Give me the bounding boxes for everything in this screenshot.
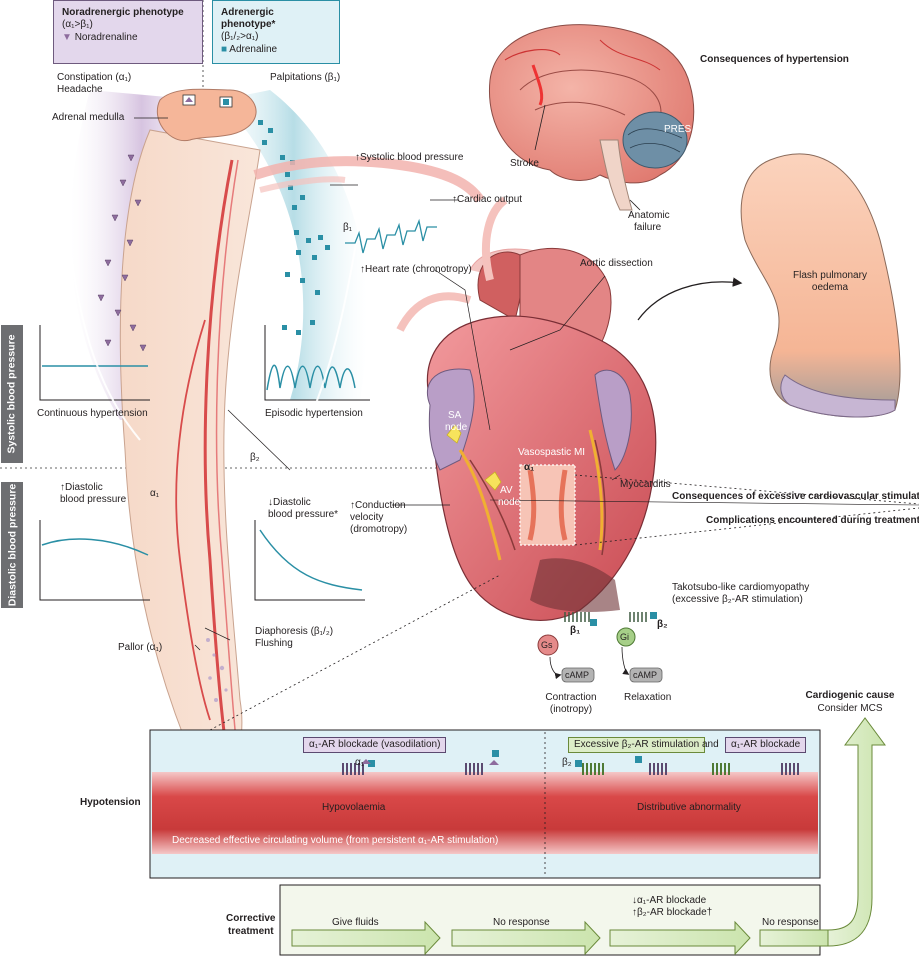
takotsubo-label-1: Takotsubo-like cardiomyopathy (672, 582, 810, 593)
systolic-bp-label: ↑Systolic blood pressure (355, 152, 464, 163)
contraction-label-1: Contraction (545, 692, 597, 703)
step-arrow-1 (291, 920, 441, 956)
ecg-beta1-label: β₁ (343, 222, 353, 233)
relaxation-label: Relaxation (624, 692, 672, 703)
cardiogenic-title: Cardiogenic cause (805, 690, 895, 701)
adrenaline-squares (258, 120, 330, 335)
systolic-axis-tab: Systolic blood pressure (1, 325, 23, 463)
excessive-cv-heading: Consequences of excessive cardiovascular… (672, 491, 919, 502)
palpitations-label: Palpitations (β₁) (270, 72, 341, 83)
flash-pulmonary-label-2: oedema (811, 282, 849, 293)
corrective-title-1: Corrective (226, 913, 276, 924)
episodic-htn-label: Episodic hypertension (265, 408, 363, 419)
distributive-label: Distributive abnormality (637, 802, 741, 813)
sa-node-label-1: SA (448, 410, 462, 421)
aortic-dissection-label: Aortic dissection (580, 258, 653, 269)
diastolic-down-graph (254, 520, 365, 601)
arm (119, 129, 261, 783)
myocarditis-label: Myocarditis (620, 479, 671, 490)
step-arrow-2 (451, 920, 601, 956)
anatomic-failure-label-2: failure (634, 222, 662, 233)
excessive-beta2-tag: Excessive β₂-AR stimulation (568, 737, 706, 753)
cardiogenic-arrow (827, 717, 886, 947)
noradrenergic-phenotype-box: Noradrenergic phenotype (α₁>β₁) ▼ Noradr… (53, 0, 203, 64)
ecg-trace (345, 218, 437, 254)
beta2-receptor-label: β₂ (657, 619, 668, 630)
adrenaline-square-icon: ■ (221, 44, 228, 55)
diaphoresis-label: Diaphoresis (β₁/₂) (255, 626, 334, 637)
heart (396, 196, 657, 621)
contraction-label-2: (inotropy) (549, 704, 593, 715)
camp-label-2: cAMP (633, 670, 658, 680)
cardiogenic-sub: Consider MCS (817, 703, 883, 714)
hypertension-heading: Consequences of hypertension (700, 54, 849, 65)
step-arrow-3 (609, 920, 751, 956)
sa-node-label-2: node (445, 422, 468, 433)
gi-protein-label: Gi (620, 632, 629, 642)
diastolic-down-label-1: ↓Diastolic (268, 497, 311, 508)
noradrenergic-ratio: (α₁>β₁) (62, 19, 93, 30)
beta2-arm-label: β₂ (250, 452, 260, 463)
takotsubo-label-2: (excessive β₂-AR stimulation) (672, 594, 803, 605)
noradrenaline-legend: Noradrenaline (74, 32, 138, 43)
alpha-blockade-tag-2: α₁-AR blockade (725, 737, 807, 753)
flash-pulmonary-label-1: Flash pulmonary (793, 270, 867, 281)
hypotension-alpha1-label: α₁ (355, 757, 365, 768)
conduction-label-1: ↑Conduction (350, 500, 406, 511)
diastolic-up-label-2: blood pressure (60, 494, 127, 505)
noradrenaline-triangle-icon: ▼ (62, 32, 72, 43)
continuous-htn-label: Continuous hypertension (37, 408, 148, 419)
complications-heading: Complications encountered during treatme… (706, 515, 919, 526)
gs-protein-label: Gs (541, 640, 553, 650)
conduction-label-3: (dromotropy) (350, 524, 408, 535)
vasospastic-mi-label: Vasospastic MI (518, 447, 586, 458)
adrenergic-title: Adrenergic phenotype* (221, 7, 276, 30)
stroke-label: Stroke (510, 158, 539, 169)
noradrenergic-title: Noradrenergic phenotype (62, 7, 184, 18)
diastolic-down-label-2: blood pressure* (268, 509, 339, 520)
alpha1-arm-label: α₁ (150, 488, 160, 499)
adrenal-medulla-label: Adrenal medulla (52, 112, 125, 123)
beta1-receptor-label: β₁ (570, 625, 581, 636)
diastolic-axis-tab: Diastolic blood pressure (1, 482, 23, 608)
conduction-label-2: velocity (350, 512, 384, 523)
av-node-label-1: AV (500, 485, 513, 496)
heart-rate-label: ↑Heart rate (chronotropy) (360, 264, 472, 275)
step3-label-b: ↑β₂-AR blockade† (632, 907, 713, 918)
diastolic-up-graph (39, 520, 150, 601)
alpha-blockade-tag: α₁-AR blockade (vasodilation) (303, 737, 447, 753)
adrenaline-legend: Adrenaline (229, 44, 278, 55)
camp-label-1: cAMP (565, 670, 590, 680)
episodic-htn-graph (264, 325, 370, 401)
adrenergic-ratio: (β₁/₂>α₁) (221, 31, 259, 42)
flushing-label: Flushing (255, 638, 293, 649)
step2-label: No response (493, 917, 550, 928)
adrenergic-phenotype-box: Adrenergic phenotype* (β₁/₂>α₁) ■ Adrena… (212, 0, 340, 64)
adrenal-medulla (156, 88, 257, 142)
cardiac-output-label: ↑Cardiac output (452, 194, 523, 205)
headache-label: Headache (57, 84, 103, 95)
beta1-receptor (564, 612, 590, 622)
step3-label-a: ↓α₁-AR blockade (632, 895, 707, 906)
step1-label: Give fluids (332, 917, 379, 928)
pres-label: PRES (664, 124, 692, 135)
hypovolaemia-label: Hypovolaemia (322, 802, 386, 813)
hypotension-beta2-label: β₂ (562, 757, 572, 768)
av-node-label-2: node (498, 497, 521, 508)
decreased-volume-label: Decreased effective circulating volume (… (172, 835, 499, 846)
anatomic-failure-label-1: Anatomic (628, 210, 670, 221)
step4-label: No response (762, 917, 819, 928)
corrective-title-2: treatment (228, 926, 274, 937)
brain (488, 24, 695, 211)
diastolic-up-label-1: ↑Diastolic (60, 482, 103, 493)
noradrenaline-triangles (97, 154, 147, 352)
hypotension-title: Hypotension (80, 797, 141, 808)
vasospastic-alpha1-label: α₁ (524, 462, 535, 473)
and-label: and (702, 739, 719, 750)
pallor-label: Pallor (α₁) (118, 642, 163, 653)
adrenaline-haze (220, 90, 368, 400)
constipation-label: Constipation (α₁) (57, 72, 132, 83)
beta2-receptor (629, 612, 647, 622)
